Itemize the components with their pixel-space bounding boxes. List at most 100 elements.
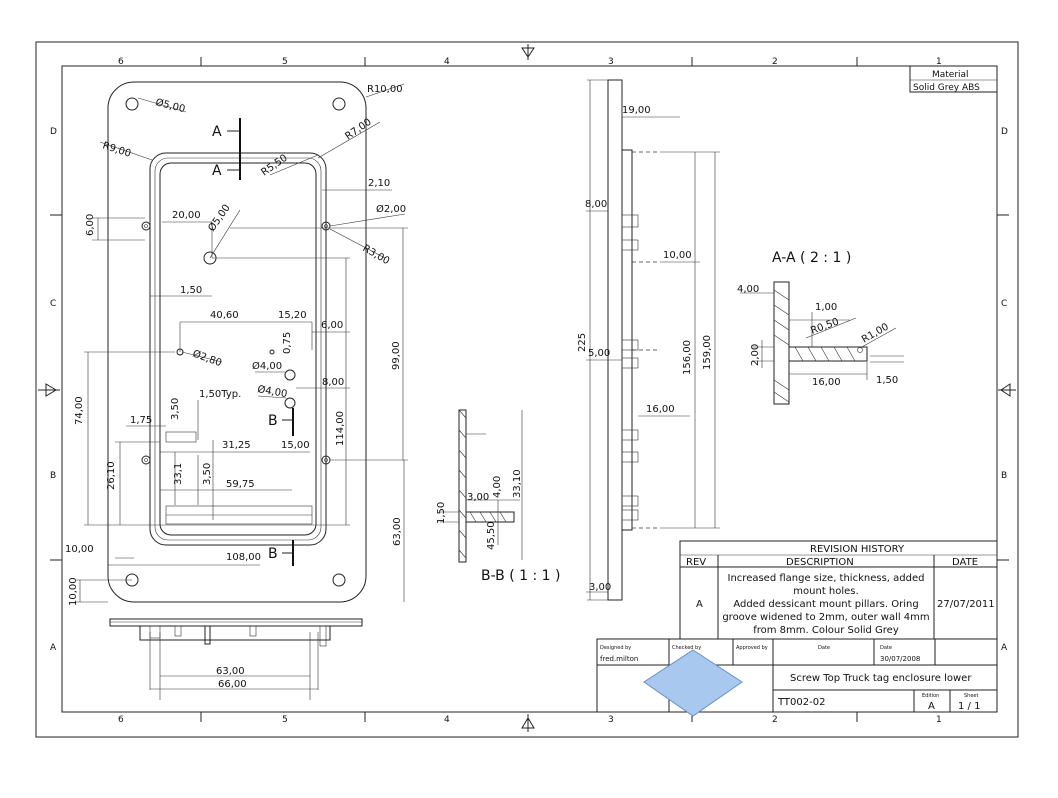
aa-dim-2: 2,00 [750,344,761,366]
centering-arrows [38,44,1016,732]
material-label: Material [932,70,969,80]
section-label-a2: A [212,163,222,179]
dim-33-1: 33,1 [173,463,184,485]
rev-header: REV [686,557,706,568]
zone-top-1: 1 [936,57,942,67]
dim-31-25: 31,25 [222,440,251,451]
material-value: Solid Grey ABS [913,83,980,93]
side-view: 19,00 8,00 10,00 156,00 159,00 225 5,00 … [577,79,720,601]
date-label-2: Date [880,645,892,651]
dim-114: 114,00 [335,411,346,446]
sheet-number: 1 / 1 [958,701,980,712]
dim-r7: R7,00 [343,117,373,143]
side-dim-8: 8,00 [585,199,607,210]
bb-dim-33-10: 33,10 [512,469,523,498]
dim-20: 20,00 [172,210,201,221]
bb-wall [458,409,467,563]
wall-inner [159,162,317,536]
dim-d2: Ø2,00 [376,203,406,215]
bottom-profile-view: 63,00 66,00 [109,618,363,700]
dim-15-20: 15,20 [278,310,307,321]
zone-right-c: C [1001,299,1007,309]
dim-40-60: 40,60 [210,310,239,321]
dim-63: 63,00 [392,517,403,546]
dim-8: 8,00 [322,377,344,388]
dim-r10: R10,00 [367,84,403,95]
mount-hole-tr [332,97,346,111]
zone-right-a: A [1001,643,1008,653]
part-number: TT002-02 [777,697,825,708]
side-flange [607,79,623,601]
dim-d5: Ø5,00 [154,96,186,115]
bb-dim-1-50: 1,50 [436,502,447,524]
side-dim-3: 3,00 [589,582,611,593]
dim-108: 108,00 [226,552,261,563]
aa-dim-16: 16,00 [812,377,841,388]
zone-bottom-1: 1 [936,715,942,725]
section-aa-view: A-A ( 2 : 1 ) 4,00 1,00 R0,50 R1,00 2,00… [737,250,904,405]
sheet-label: Sheet [964,693,978,699]
desc-line-1: Increased flange size, thickness, added [728,573,925,584]
zone-top-4: 4 [444,57,450,67]
designed-by: fred.milton [600,655,638,663]
zone-right-b: B [1001,471,1007,481]
zone-top-6: 6 [118,57,124,67]
dim-15: 15,00 [281,440,310,451]
dim-0-75: 0,75 [282,332,293,354]
zone-bottom-3: 3 [608,715,614,725]
rev-value: A [696,599,703,610]
dim-d2-80: Ø2,80 [191,348,223,370]
zone-left-b: B [50,471,56,481]
desc-line-3: Added dessicant mount pillars. Oring [733,599,918,610]
dim-59-75: 59,75 [226,479,255,490]
dim-26-10: 26,10 [106,461,117,490]
dim-r9: R9,00 [101,140,132,159]
bb-dim-45-50: 45,50 [486,521,497,550]
section-label-b2: B [268,546,278,562]
date-header: DATE [952,557,978,568]
dim-d4-b: Ø4,00 [256,383,288,400]
zone-right-d: D [1001,127,1008,137]
zone-left-c: C [50,299,56,309]
aa-dim-1: 1,00 [815,302,837,313]
zone-labels: 6 5 4 3 2 1 6 5 4 3 2 1 D C B A D C B A [50,57,1008,725]
side-dim-156: 156,00 [682,340,693,375]
dim-63-bottom: 63,00 [216,666,245,677]
dim-d5-inner: Ø5,00 [206,202,233,234]
dim-r3: R3,00 [361,243,392,267]
drawing-date: 30/07/2008 [880,655,920,663]
zone-top-3: 3 [608,57,614,67]
side-dim-225: 225 [577,333,588,352]
zone-bottom-4: 4 [444,715,450,725]
desc-line-2: mount holes. [793,586,858,597]
bb-dim-4: 4,00 [492,476,503,498]
dim-66: 66,00 [218,679,247,690]
dim-1-50: 1,50 [180,285,202,296]
zone-bottom-6: 6 [118,715,124,725]
outer-frame [35,41,1019,738]
mount-hole-tl [125,97,139,111]
side-dim-19: 19,00 [622,105,651,116]
zone-bottom-2: 2 [772,715,778,725]
revision-title: REVISION HISTORY [810,544,905,555]
dim-10: 10,00 [65,544,94,555]
side-dim-10: 10,00 [663,250,692,261]
rev-date: 27/07/2011 [937,599,995,610]
aa-dim-1-50: 1,50 [876,375,898,386]
dim-r5-5: R5,50 [259,153,289,179]
mount-hole-br [332,573,346,587]
top-view: A A B B [65,81,408,606]
inner-frame [61,65,998,713]
diamond-overlay-shape [643,649,743,717]
desc-line-5: from 8mm. Colour Solid Grey [753,625,899,636]
section-aa-title: A-A ( 2 : 1 ) [772,250,851,266]
zone-bottom-5: 5 [282,715,288,725]
drawing-title: Screw Top Truck tag enclosure lower [790,673,972,684]
zone-left-d: D [50,127,57,137]
dim-6-00: 6,00 [321,320,343,331]
dim-99: 99,00 [391,341,402,370]
zone-ticks [50,57,1009,722]
dim-3-50: 3,50 [170,398,181,420]
